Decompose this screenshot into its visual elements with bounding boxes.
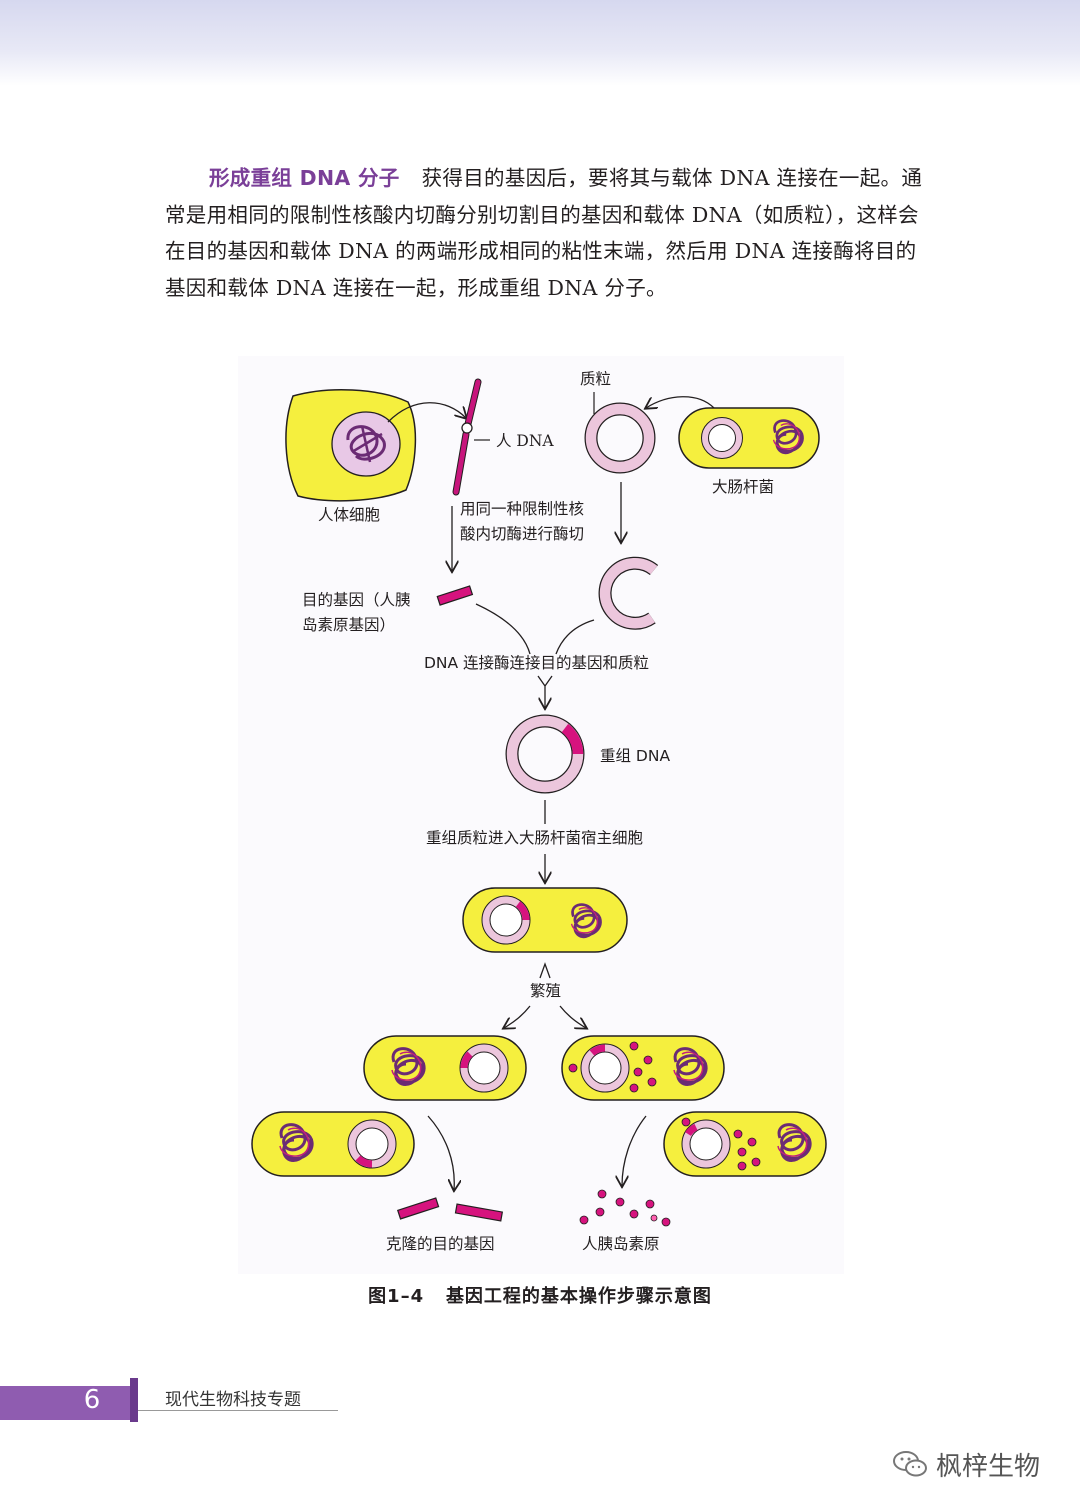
ecoli-cell [678,407,820,469]
label-ligase: DNA 连接酶连接目的基因和质粒 [424,654,650,672]
figure-1-4: 质粒 人 DNA 人体细胞 大肠杆菌 用同一种限制性核 酸内切酶进行酶切 目的基… [238,356,844,1274]
book-title-rule [138,1410,338,1411]
label-gene-line1: 目的基因（人胰 [302,591,411,609]
wechat-icon [893,1451,927,1477]
label-cut-line1: 用同一种限制性核 [460,500,585,518]
proinsulin-dots [579,1189,671,1227]
caption-number: 图1–4 [368,1286,425,1307]
label-cut-line2: 酸内切酶进行酶切 [460,525,585,543]
caption-text: 基因工程的基本操作步骤示意图 [445,1286,712,1307]
watermark-text: 枫梓生物 [936,1452,1041,1482]
top-band [0,0,1080,86]
footer-divider [130,1378,138,1422]
paragraph-body: 获得目的基因后，要将其与载体 DNA 连接在一起。通常是用相同的限制性核酸内切酶… [165,166,923,300]
label-human-cell: 人体细胞 [318,506,381,524]
gene-engineering-diagram [251,378,827,1227]
target-gene-fragment [436,585,474,606]
human-dna-chromosome [452,378,482,496]
cloned-gene-fragments [396,1197,504,1222]
paragraph-lead: 形成重组 DNA 分子 [209,166,400,190]
chromosome-icon [346,425,386,463]
footer-bar [0,1386,130,1420]
label-ecoli: 大肠杆菌 [712,478,775,496]
label-reproduce: 繁殖 [530,982,562,1000]
label-gene-line2: 岛素原基因） [302,616,396,634]
figure-caption: 图1–4 基因工程的基本操作步骤示意图 [0,1282,1080,1308]
body-paragraph: 形成重组 DNA 分子获得目的基因后，要将其与载体 DNA 连接在一起。通常是用… [165,160,925,306]
label-human-dna: 人 DNA [496,432,554,450]
page-number: 6 [83,1385,101,1415]
label-cloned-gene: 克隆的目的基因 [386,1235,495,1253]
book-title: 现代生物科技专题 [165,1390,301,1410]
label-proinsulin: 人胰岛素原 [582,1235,660,1253]
label-plasmid: 质粒 [580,370,612,388]
label-enter-host: 重组质粒进入大肠杆菌宿主细胞 [426,829,644,847]
label-recombinant: 重组 DNA [600,747,671,765]
